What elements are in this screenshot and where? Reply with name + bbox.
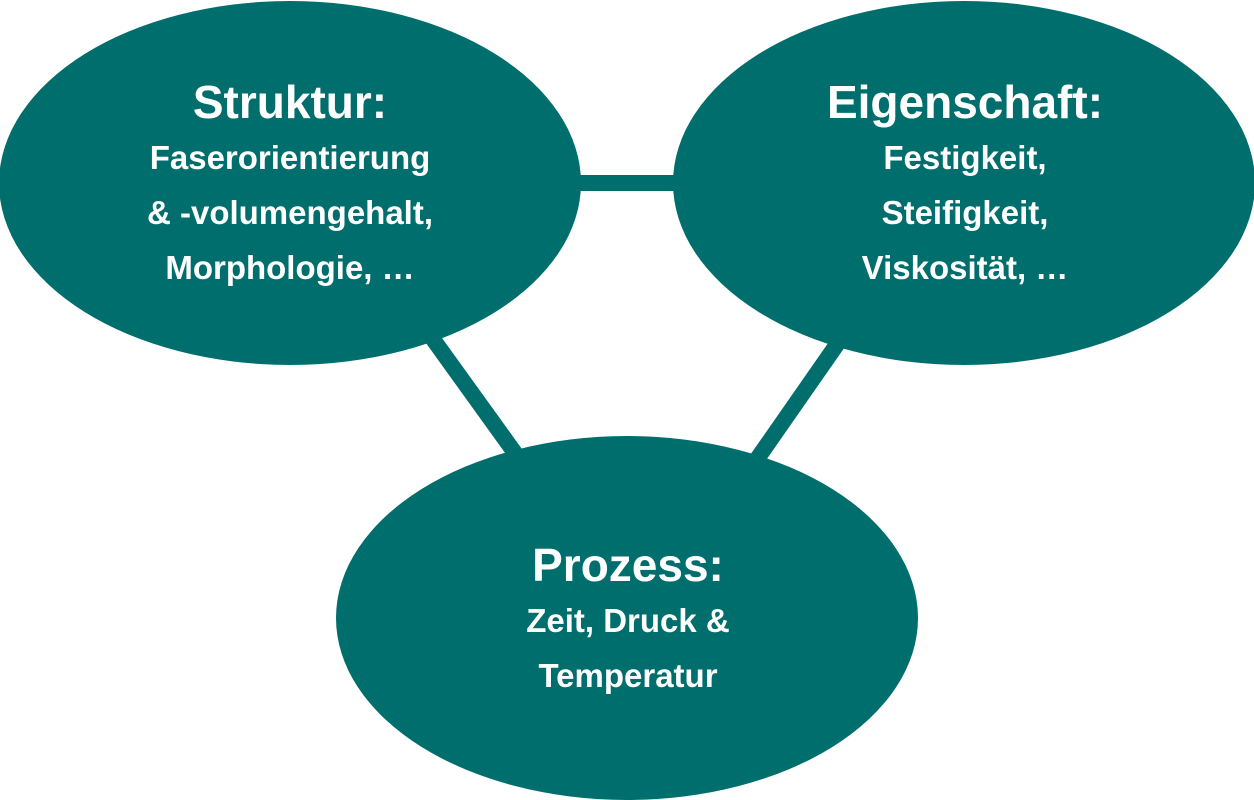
connector-eigenschaft-prozess [748,335,847,467]
node-struktur-line-3: Morphologie, … [165,249,415,286]
node-prozess-line-2: Temperatur [538,657,718,694]
node-struktur-line-2: & -volumengehalt, [146,194,434,231]
node-prozess-line-1: Zeit, Druck & [526,602,730,639]
node-struktur [0,1,581,365]
node-eigenschaft-line-2: Steifigkeit, [881,194,1049,231]
node-prozess [336,436,918,800]
node-struktur-line-1: Faserorientierung [149,139,431,176]
node-eigenschaft-line-1: Festigkeit, [883,139,1047,176]
node-eigenschaft-line-3: Viskosität, … [861,249,1069,286]
node-eigenschaft-text: Eigenschaft: Festigkeit, Steifigkeit, Vi… [765,74,1165,295]
connector-struktur-prozess [423,330,527,465]
node-prozess-text: Prozess: Zeit, Druck & Temperatur [428,537,828,703]
node-eigenschaft [673,1,1254,365]
node-struktur-text: Struktur: Faserorientierung & -volumenge… [90,74,490,295]
node-eigenschaft-title: Eigenschaft: [826,76,1104,128]
node-struktur-title: Struktur: [192,76,388,128]
node-prozess-title: Prozess: [532,539,724,591]
